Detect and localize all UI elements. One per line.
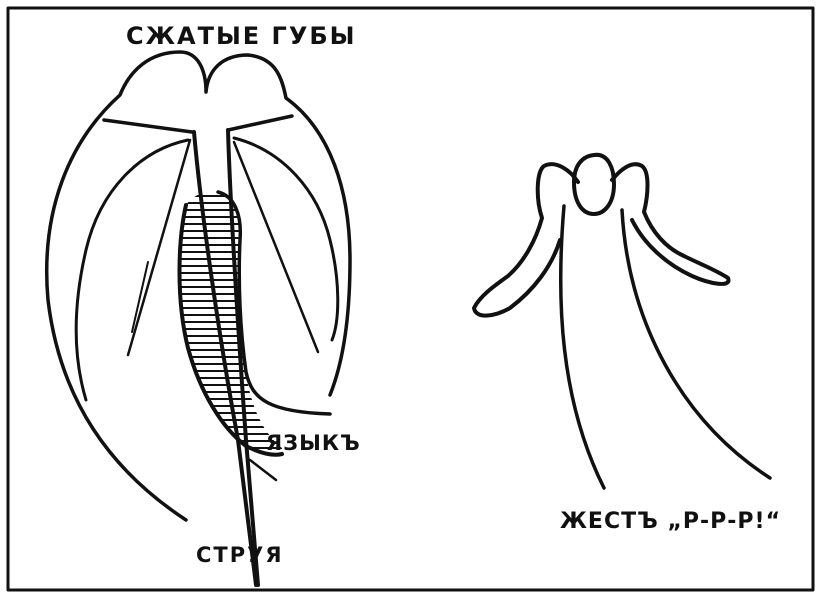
stream-label: СТРУЯ [196, 543, 284, 567]
gesture-head [574, 155, 614, 214]
gesture-label: ЖЕСТЪ „Р-Р-Р!“ [560, 509, 781, 534]
figure-border [8, 8, 813, 590]
tongue-label: ЯЗЫКЪ [266, 431, 361, 455]
lips-label: СЖАТЫЕ ГУБЫ [126, 22, 357, 50]
stream-channel-left [194, 132, 256, 585]
inner-lip-left [76, 140, 188, 400]
teeth-line-right [234, 142, 318, 352]
lip-line-right [228, 116, 292, 130]
mouth-diagram: СЖАТЫЕ ГУБЫ ЯЗЫКЪ СТРУЯ [47, 22, 361, 585]
tongue-pointer [250, 460, 276, 480]
gesture-body-left [561, 206, 604, 488]
inner-lip-right [234, 138, 338, 340]
gesture-body-right [622, 210, 770, 478]
gesture-figure: ЖЕСТЪ „Р-Р-Р!“ [474, 155, 781, 534]
lip-line-left [104, 120, 192, 132]
